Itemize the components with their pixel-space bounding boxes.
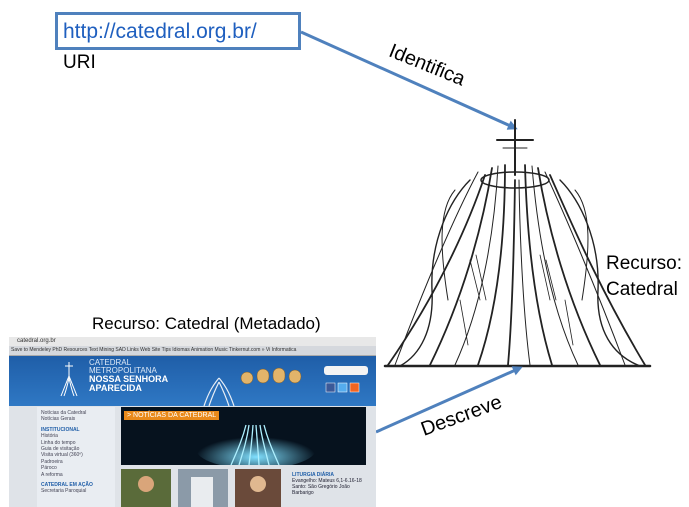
site-search-input[interactable] [324,366,368,375]
website-screenshot: catedral.org.br Save to Mendeley PhD Res… [9,337,376,507]
browser-bookmarks-bar[interactable]: Save to Mendeley PhD Resources Text Mini… [9,346,376,356]
resource-cathedral-line1: Recurso: [606,251,682,277]
site-logo[interactable]: CATEDRAL METROPOLITANA NOSSA SENHORA APA… [89,359,168,393]
site-header: CATEDRAL METROPOLITANA NOSSA SENHORA APA… [9,356,376,406]
sidebar-item[interactable]: Secretaria Paroquial [41,488,111,494]
resource-metadata-label: Recurso: Catedral (Metadado) [92,314,321,334]
thumbnail-images [121,469,281,507]
resource-cathedral-line2: Catedral [606,277,682,303]
site-thumbnails [121,469,281,507]
cathedral-drawing [385,120,650,366]
sidebar-item[interactable]: Notícias Gerais [41,416,111,422]
browser-address-bar[interactable]: catedral.org.br [9,337,376,346]
site-sidebar: Notícias da Catedral Notícias Gerais INS… [37,407,115,507]
site-liturgia: LITURGIA DIÁRIA Evangelho: Mateus 6,1-6.… [292,472,372,496]
resource-cathedral-label: Recurso: Catedral [606,251,682,303]
sidebar-item[interactable]: A reforma [41,472,111,478]
cross-icon [497,120,533,175]
site-header-graphics [9,356,376,406]
banner-label: > NOTÍCIAS DA CATEDRAL [124,411,219,420]
uri-label: URI [63,52,96,74]
site-news-banner[interactable]: > NOTÍCIAS DA CATEDRAL [121,407,366,465]
uri-link[interactable]: http://catedral.org.br/ [63,20,257,44]
liturgia-line: Santo: São Gregório João Barbarigo [292,484,372,496]
